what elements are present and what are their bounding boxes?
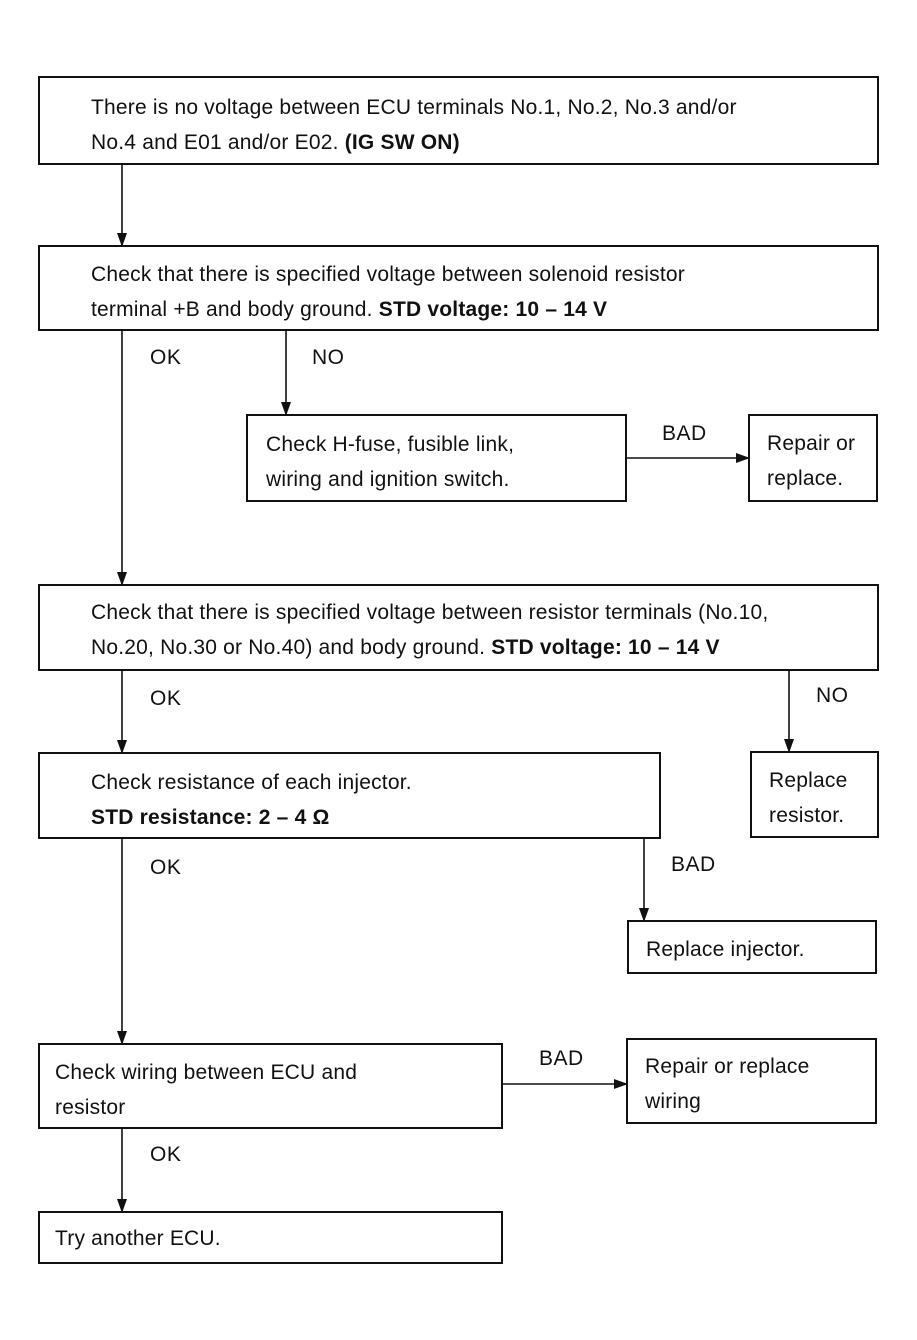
arrowhead [117, 740, 127, 754]
std-resistance-spec: STD resistance: 2 – 4 Ω [91, 806, 330, 829]
branch-label-bad: BAD [539, 1047, 584, 1070]
step-text-line2: resistor [55, 1096, 126, 1119]
arrowhead [281, 402, 291, 416]
action-text-line1: Replace injector. [646, 938, 805, 961]
action-text-line1: Try another ECU. [55, 1227, 221, 1250]
branch-label-ok: OK [150, 856, 182, 879]
condition-text: (IG SW ON) [344, 131, 460, 154]
step-text-line2: terminal +B and body ground. [91, 298, 373, 321]
step-check-ecu-resistor-wiring: Check wiring between ECU and resistor [38, 1043, 503, 1129]
step-text-line2: wiring and ignition switch. [266, 468, 510, 491]
branch-label-bad: BAD [662, 422, 707, 445]
arrowhead [614, 1079, 628, 1089]
branch-label-no: NO [312, 346, 345, 369]
step-check-resistor-voltage: Check that there is specified voltage be… [38, 584, 879, 671]
step-no-voltage-ecu: There is no voltage between ECU terminal… [38, 76, 879, 165]
action-text-line1: Replace [769, 769, 848, 792]
step-check-fuse-wiring: Check H-fuse, fusible link, wiring and i… [246, 414, 627, 502]
step-text-line1: Check resistance of each injector. [91, 771, 412, 794]
action-text-line1: Repair or [767, 432, 856, 455]
branch-label-ok: OK [150, 1143, 182, 1166]
action-replace-injector: Replace injector. [627, 920, 877, 974]
std-voltage-spec: STD voltage: 10 – 14 V [491, 636, 720, 659]
branch-label-ok: OK [150, 687, 182, 710]
action-text-line1: Repair or replace [645, 1055, 810, 1078]
step-text-line1: Check wiring between ECU and [55, 1061, 358, 1084]
branch-label-no: NO [816, 684, 849, 707]
arrowhead [117, 233, 127, 247]
action-repair-or-replace: Repair or replace. [748, 414, 878, 502]
std-voltage-spec: STD voltage: 10 – 14 V [378, 298, 608, 321]
step-text-line1: There is no voltage between ECU terminal… [91, 96, 737, 119]
branch-label-bad: BAD [671, 853, 716, 876]
action-text-line2: wiring [645, 1090, 702, 1113]
step-text-line2: No.20, No.30 or No.40) and body ground. [91, 636, 486, 659]
branch-label-ok: OK [150, 346, 182, 369]
arrowhead [736, 453, 750, 463]
arrowhead [639, 908, 649, 922]
step-text-line1: Check that there is specified voltage be… [91, 601, 769, 624]
arrowhead [117, 572, 127, 586]
step-check-solenoid-voltage: Check that there is specified voltage be… [38, 245, 879, 331]
action-repair-or-replace-wiring: Repair or replace wiring [626, 1038, 877, 1124]
action-text-line2: replace. [767, 467, 844, 490]
step-text-line1: Check H-fuse, fusible link, [266, 433, 515, 456]
step-check-injector-resistance: Check resistance of each injector. STD r… [38, 752, 661, 839]
action-text-line2: resistor. [769, 804, 845, 827]
arrowhead [784, 739, 794, 753]
arrowhead [117, 1199, 127, 1213]
arrowhead [117, 1031, 127, 1045]
step-text-line1: Check that there is specified voltage be… [91, 263, 685, 286]
action-replace-resistor: Replace resistor. [750, 751, 879, 838]
step-text-line2: No.4 and E01 and/or E02. [91, 131, 339, 154]
action-try-another-ecu: Try another ECU. [38, 1211, 503, 1264]
